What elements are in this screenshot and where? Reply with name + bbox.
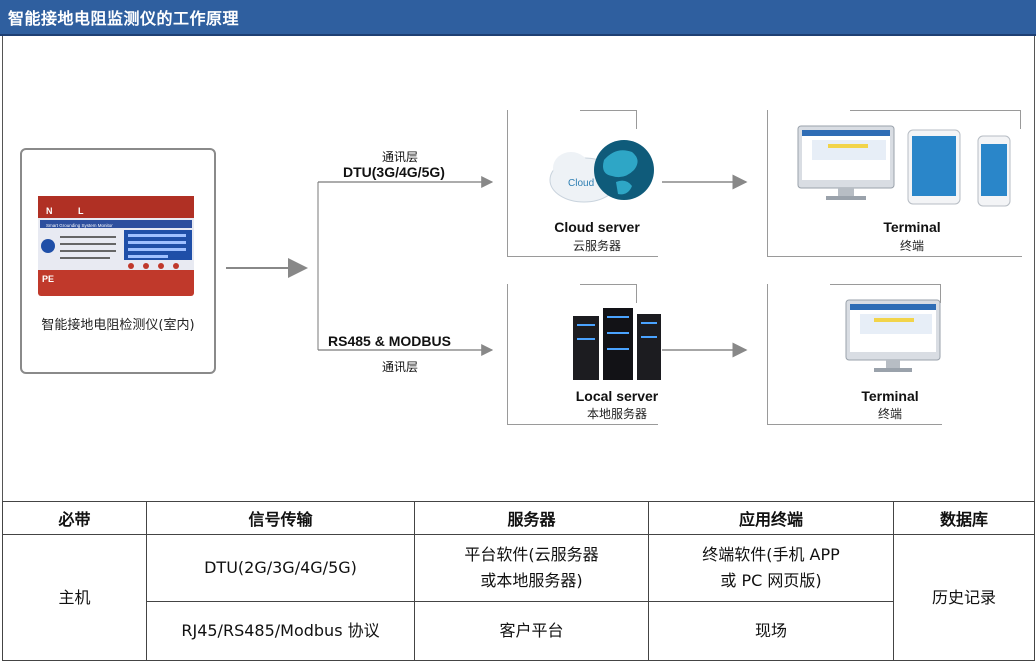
monitor-base: [874, 368, 912, 372]
terminal-monitor-icon: [845, 299, 941, 372]
monitor-screen-header: [850, 304, 936, 310]
main-unit-cell: 主机: [2, 534, 147, 661]
header-signal: 信号传输: [146, 501, 415, 535]
content-frame: [2, 36, 1035, 660]
terminal-devices-icon: [797, 125, 1011, 207]
header-database: 数据库: [893, 501, 1035, 535]
flow-connectors: [226, 174, 748, 358]
header-server: 服务器: [414, 501, 649, 535]
monitor-table-rows: [860, 314, 932, 334]
bottom-path-layer-label: 通讯层: [382, 360, 419, 374]
device-panel-title: Smart Grounding System Monitor: [46, 223, 113, 228]
device-title-strip: [40, 220, 192, 228]
spec-table: 必带 信号传输 服务器 应用终端 数据库 主机 DTU(2G/3G/4G/5G)…: [2, 501, 1035, 661]
server-led-strip: [607, 332, 629, 334]
device-label: 智能接地电阻检测仪(室内): [41, 318, 195, 333]
device-button: [173, 263, 179, 269]
app-cell-line: 或 PC 网页版): [720, 571, 822, 590]
monitor-screen-header: [802, 130, 890, 136]
monitor-stand: [886, 360, 900, 368]
terminal-top-label-en: Terminal: [883, 219, 941, 235]
cloud-badge-text: Cloud: [568, 178, 594, 189]
cloud-shape: [553, 152, 589, 184]
server-rack-icon: [573, 308, 661, 380]
device-button: [128, 263, 134, 269]
server-rack: [573, 316, 599, 380]
server-led-strip: [641, 336, 657, 338]
tablet-screen: [912, 136, 956, 196]
bottom-path-protocol-label: RS485 & MODBUS: [328, 333, 451, 349]
server-cell-customer: 客户平台: [414, 601, 649, 661]
device-lcd-line: [128, 241, 186, 244]
terminal-bottom-panel-corner: [830, 284, 941, 303]
monitor-table-rows: [812, 140, 886, 160]
app-cell-line: 终端软件(手机 APP: [702, 545, 840, 564]
device-lcd-line: [128, 248, 186, 251]
server-led-strip: [607, 316, 629, 318]
page-title: 智能接地电阻监测仪的工作原理: [8, 9, 240, 28]
cloud-server-label-cn: 云服务器: [572, 239, 621, 253]
device-readout-line: [60, 257, 110, 259]
monitor-base: [826, 196, 866, 200]
database-cell: 历史记录: [893, 534, 1035, 661]
table-row: 主机 DTU(2G/3G/4G/5G) 平台软件(云服务器 或本地服务器) 终端…: [2, 534, 1035, 661]
table-row: RJ45/RS485/Modbus 协议 客户平台 现场: [3, 601, 1035, 661]
cloud-server-panel-corner: [580, 110, 637, 129]
device-lcd-line: [128, 234, 186, 237]
device-button: [143, 263, 149, 269]
globe-landmass: [603, 150, 638, 178]
server-cell-platform: 平台软件(云服务器 或本地服务器): [414, 534, 649, 602]
server-cell-line: 或本地服务器): [480, 571, 583, 590]
device-lcd-line: [128, 255, 168, 258]
local-server-panel: [507, 284, 658, 425]
local-server-label-en: Local server: [575, 388, 659, 404]
device-top-strip: [38, 196, 194, 218]
terminal-top-panel: [767, 110, 1022, 257]
device-button: [158, 263, 164, 269]
signal-cell-dtu: DTU(2G/3G/4G/5G): [146, 534, 415, 602]
header-app: 应用终端: [648, 501, 894, 535]
top-path-protocol-label: DTU(3G/4G/5G): [343, 164, 445, 180]
terminal-top-panel-corner: [850, 110, 1021, 129]
device-readout-line: [60, 243, 116, 245]
terminal-top-label-cn: 终端: [899, 239, 924, 253]
server-led-strip: [577, 324, 595, 326]
phone-screen: [981, 144, 1007, 196]
page-header: 智能接地电阻监测仪的工作原理: [0, 0, 1036, 36]
cloud-globe-icon: Cloud: [549, 140, 654, 203]
server-led-strip: [577, 338, 595, 340]
top-path-layer-label: 通讯层: [382, 150, 419, 164]
monitor-stand: [838, 188, 854, 196]
cloud-server-panel: [507, 110, 658, 257]
server-cell-line: 平台软件(云服务器: [464, 545, 599, 564]
device-readout-line: [60, 250, 116, 252]
server-led-strip: [641, 322, 657, 324]
terminal-bottom-label-en: Terminal: [861, 388, 919, 404]
cloud-server-label-en: Cloud server: [554, 219, 640, 235]
local-server-panel-corner: [580, 284, 637, 303]
app-cell-onsite: 现场: [648, 601, 894, 661]
terminal-bottom-panel: [767, 284, 942, 425]
signal-cell-rj45: RJ45/RS485/Modbus 协议: [146, 601, 415, 661]
server-led-strip: [607, 348, 629, 350]
device-logo-icon: [41, 239, 55, 253]
monitor-highlight-row: [828, 144, 868, 148]
server-rack: [603, 308, 633, 380]
terminal-label-pe: PE: [42, 274, 54, 284]
device-readout-line: [60, 236, 116, 238]
monitor-device-image: N L PE Smart Grounding System Monitor: [38, 196, 194, 296]
monitor-highlight-row: [874, 318, 914, 322]
terminal-bottom-label-cn: 终端: [877, 407, 902, 421]
header-required: 必带: [2, 501, 147, 535]
local-server-label-cn: 本地服务器: [586, 407, 647, 421]
server-rack: [637, 314, 661, 380]
app-cell-terminal: 终端软件(手机 APP 或 PC 网页版): [648, 534, 894, 602]
table-header-row: 必带 信号传输 服务器 应用终端 数据库: [2, 501, 1035, 535]
terminal-label-n: N: [46, 206, 53, 216]
globe-landmass: [616, 180, 632, 195]
terminal-label-l: L: [78, 206, 84, 216]
